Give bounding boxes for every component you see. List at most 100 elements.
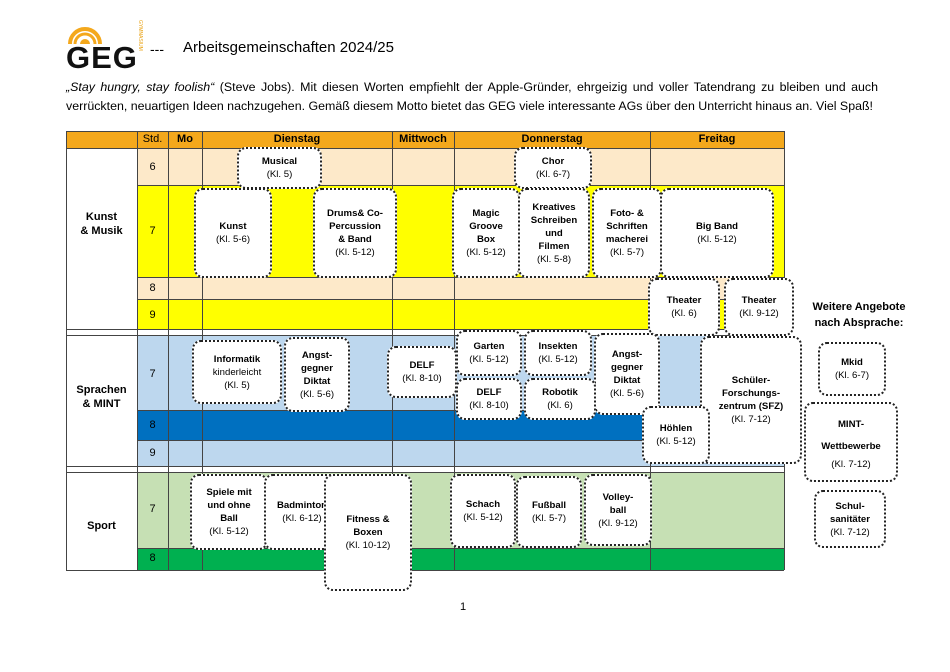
activity-grade: (Kl. 6)	[671, 308, 697, 319]
activity-name: Angst- gegner Diktat	[301, 349, 333, 387]
grid-line	[168, 131, 169, 570]
hour-label: 8	[149, 282, 156, 294]
activity-schach: Schach (Kl. 5-12)	[450, 474, 516, 548]
hour-label: 6	[149, 161, 156, 173]
category-sport: Sport	[87, 520, 116, 532]
grid-line	[66, 131, 67, 570]
hour-label: 9	[149, 309, 156, 321]
header-band	[66, 131, 784, 148]
activity-grade: (Kl. 7-12)	[731, 414, 771, 425]
activity-drums: Drums& Co- Percussion & Band (Kl. 5-12)	[313, 188, 397, 278]
activity-name: Höhlen	[659, 423, 693, 434]
intro-quote: „Stay hungry, stay foolish“	[66, 80, 215, 94]
activity-name: Insekten	[538, 341, 578, 352]
hour-label: 8	[149, 552, 156, 564]
intro-paragraph: „Stay hungry, stay foolish“ (Steve Jobs)…	[66, 78, 878, 116]
activity-sfz: Schüler- Forschungs- zentrum (SFZ) (Kl. …	[700, 336, 802, 464]
activity-grade: (Kl. 5-8)	[536, 253, 572, 265]
activity-name: Badminton	[276, 500, 328, 511]
category-kunst-musik: Kunst & Musik	[80, 211, 123, 237]
activity-grade: (Kl. 9-12)	[598, 517, 638, 529]
header-friday: Freitag	[698, 133, 736, 145]
grid-line	[66, 131, 784, 132]
activity-name: Theater	[666, 295, 702, 306]
activity-theater-6: Theater (Kl. 6)	[648, 278, 720, 336]
activity-name: Chor	[541, 156, 565, 167]
activity-grade: (Kl. 5-12)	[697, 234, 737, 245]
logo-vertical-text: GYMNASIUM	[137, 20, 143, 51]
header-std: Std.	[142, 133, 163, 145]
activity-grade: (Kl. 10-12)	[345, 540, 391, 551]
activity-name: Angst- gegner Diktat	[611, 349, 643, 386]
activity-musical: Musical (Kl. 5)	[237, 147, 322, 189]
grid-line	[66, 472, 784, 473]
intro-text: (Steve Jobs). Mit diesen Worten empfiehl…	[66, 80, 878, 113]
header-wednesday: Mittwoch	[399, 133, 447, 145]
activity-name: Schach	[465, 499, 501, 510]
grid-line	[66, 148, 784, 149]
activity-grade: (Kl. 5)	[224, 379, 250, 391]
hour-label: 7	[149, 368, 156, 380]
hour-label: 9	[149, 447, 156, 459]
grid-line	[137, 440, 784, 441]
activity-name: Fußball	[531, 500, 567, 511]
activity-angstgegner-diktat-do: Angst- gegner Diktat (Kl. 5-6)	[594, 333, 660, 415]
grid-line	[66, 466, 784, 467]
logo-text: GEG	[66, 40, 138, 75]
activity-garten: Garten (Kl. 5-12)	[456, 330, 522, 376]
hour-label: 8	[149, 419, 156, 431]
page-number: 1	[460, 601, 467, 613]
activity-grade: (Kl. 6)	[547, 400, 573, 411]
activity-name: Magic Groove Box	[469, 208, 503, 245]
activity-angstgegner-diktat-di: Angst- gegner Diktat (Kl. 5-6)	[284, 337, 350, 412]
activity-name: MINT- Wettbewerbe	[821, 418, 881, 452]
offer-mkid: Mkid (Kl. 6-7)	[818, 342, 886, 396]
activity-name: Foto- & Schriften macherei	[605, 208, 649, 245]
grid-line	[137, 131, 138, 570]
activity-grade: (Kl. 5-6)	[215, 234, 251, 245]
activity-hoehlen: Höhlen (Kl. 5-12)	[642, 406, 710, 464]
grid-line	[137, 548, 784, 549]
hour-label: 7	[149, 503, 156, 515]
activity-name: Informatik	[213, 353, 261, 365]
activity-grade: (Kl. 5)	[266, 169, 293, 180]
kunst-row8-band	[137, 277, 202, 299]
activity-volleyball: Volley- ball (Kl. 9-12)	[584, 474, 652, 546]
activity-delf-do: DELF (Kl. 8-10)	[456, 378, 522, 420]
activity-grade: (Kl. 5-12)	[335, 247, 375, 258]
activity-name: Robotik	[542, 387, 578, 398]
activity-name: Volley- ball	[602, 491, 634, 516]
activity-foto-schriften: Foto- & Schriften macherei (Kl. 5-7)	[592, 188, 662, 278]
activity-spiele: Spiele mit und ohne Ball (Kl. 5-12)	[190, 474, 268, 550]
activity-name: Drums& Co- Percussion & Band	[327, 208, 383, 245]
activity-grade: (Kl. 5-12)	[538, 354, 578, 365]
activity-name: Spiele mit und ohne Ball	[206, 487, 252, 524]
activity-name: DELF	[409, 360, 435, 371]
activity-name: DELF	[476, 387, 502, 398]
activity-name: Big Band	[695, 221, 739, 232]
activity-name: Mkid	[841, 357, 863, 368]
activity-grade: (Kl. 6-7)	[535, 169, 571, 180]
activity-grade: (Kl. 7-12)	[831, 458, 871, 470]
kunst-row8-yellow	[202, 277, 784, 299]
sun-logo-icon	[68, 27, 102, 44]
activity-grade: (Kl. 5-7)	[531, 513, 567, 524]
offer-mint-wettbewerbe: MINT- Wettbewerbe (Kl. 7-12)	[804, 402, 898, 482]
activity-name: Schul- sanitäter	[830, 500, 870, 525]
activity-delf-mi: DELF (Kl. 8-10)	[387, 346, 457, 398]
grid-line	[66, 335, 784, 336]
school-logo: GEG GYMNASIUM	[66, 18, 146, 75]
header-monday: Mo	[177, 133, 193, 145]
activity-theater-9-12: Theater (Kl. 9-12)	[724, 278, 794, 336]
grid-line	[66, 329, 784, 330]
activity-name: Theater	[741, 295, 777, 306]
activity-chor: Chor (Kl. 6-7)	[514, 147, 592, 189]
offer-schulsanitaeter: Schul- sanitäter (Kl. 7-12)	[814, 490, 886, 548]
activity-grade: (Kl. 5-12)	[463, 512, 503, 523]
activity-grade: (Kl. 5-12)	[469, 354, 509, 365]
activity-fussball: Fußball (Kl. 5-7)	[516, 476, 582, 548]
activity-insekten: Insekten (Kl. 5-12)	[524, 330, 592, 376]
hour-label: 7	[149, 225, 156, 237]
activity-name: Garten	[473, 341, 505, 352]
activity-sub: kinderleicht	[212, 366, 262, 378]
